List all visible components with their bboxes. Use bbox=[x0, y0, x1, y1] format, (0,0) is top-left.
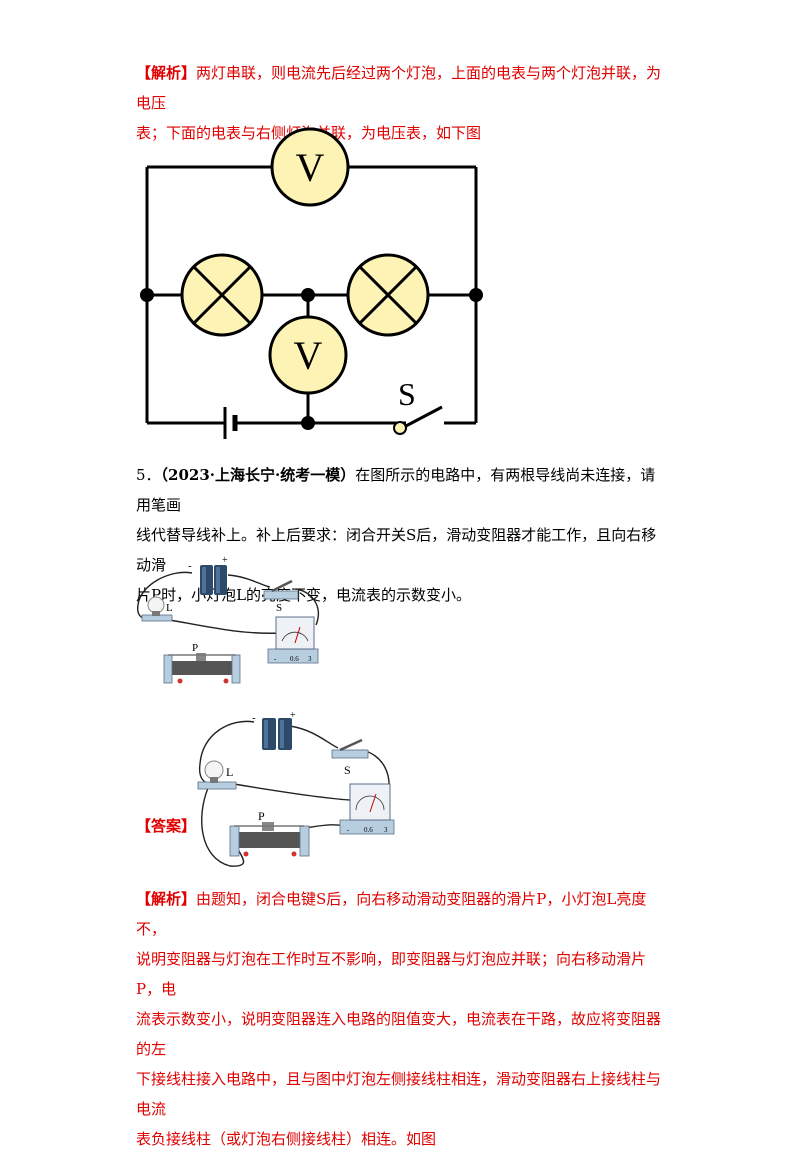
lamp-icon bbox=[197, 760, 237, 790]
voltmeter-bottom-label: V bbox=[294, 333, 323, 378]
bulb-left-icon bbox=[180, 253, 264, 337]
ammeter-terminal-0-6: 0.6 bbox=[364, 826, 373, 834]
switch-icon bbox=[331, 738, 369, 759]
ammeter-terminal-minus: - bbox=[274, 655, 277, 663]
circuit-diagram-1: S V V bbox=[140, 127, 483, 439]
question-5: 5．（2023·上海长宁·统考一模）在图所示的电路中，有两根导线尚未连接，请用笔… bbox=[136, 460, 666, 610]
ammeter-icon bbox=[339, 783, 395, 835]
battery-plus-label: + bbox=[290, 710, 296, 721]
question-figure: - + S L - 0.6 3 P bbox=[137, 555, 319, 684]
battery-minus-label: - bbox=[252, 712, 256, 724]
answer-figure: - + S L - 0.6 3 P bbox=[197, 710, 395, 867]
battery-minus-label: - bbox=[188, 560, 192, 572]
voltmeter-bottom-icon bbox=[268, 315, 348, 395]
question-5-line-1: 5．（2023·上海长宁·统考一模）在图所示的电路中，有两根导线尚未连接，请用笔… bbox=[136, 466, 656, 514]
analysis-2-line-4: 下接线柱接入电路中，且与图中灯泡左侧接线柱相连，滑动变阻器右上接线柱与电流 bbox=[136, 1070, 662, 1118]
analysis-2-line-3: 流表示数变小，说明变阻器连入电路的阻值变大，电流表在干路，故应将变阻器的左 bbox=[136, 1010, 662, 1058]
ammeter-icon bbox=[267, 616, 319, 664]
ammeter-terminal-3: 3 bbox=[308, 655, 312, 663]
rheostat-label: P bbox=[192, 642, 198, 654]
rheostat-icon bbox=[229, 822, 310, 857]
lamp-icon bbox=[141, 596, 173, 622]
switch-label: S bbox=[344, 763, 351, 777]
switch-label: S bbox=[276, 602, 282, 614]
ammeter-terminal-0-6: 0.6 bbox=[290, 655, 299, 663]
bulb-right-icon bbox=[346, 253, 430, 337]
switch-icon bbox=[263, 579, 299, 600]
switch-label: S bbox=[398, 376, 416, 412]
answer-tag: 【答案】 bbox=[136, 817, 197, 835]
ammeter-terminal-3: 3 bbox=[384, 826, 388, 834]
junction-dots bbox=[140, 288, 483, 430]
switch-icon bbox=[393, 405, 443, 435]
voltmeter-top-icon bbox=[270, 127, 350, 207]
analysis-2-line-1: 【解析】由题知，闭合电键S后，向右移动滑动变阻器的滑片P，小灯泡L亮度不， bbox=[136, 890, 647, 938]
analysis-2: 【解析】由题知，闭合电键S后，向右移动滑动变阻器的滑片P，小灯泡L亮度不， 说明… bbox=[136, 884, 666, 1154]
lamp-label: L bbox=[166, 602, 173, 614]
question-source: （2023·上海长宁·统考一模） bbox=[160, 466, 356, 484]
analysis-tag: 【解析】 bbox=[136, 64, 197, 82]
battery-icon bbox=[223, 407, 238, 439]
analysis-2-line-5: 表负接线柱（或灯泡右侧接线柱）相连。如图 bbox=[136, 1130, 437, 1148]
rheostat-label: P bbox=[258, 809, 265, 823]
question-5-line-2: 线代替导线补上。补上后要求：闭合开关S后，滑动变阻器才能工作，且向右移动滑 bbox=[136, 526, 657, 574]
battery-icon bbox=[200, 565, 227, 595]
lamp-label: L bbox=[226, 765, 233, 779]
analysis-1-line-1: 【解析】两灯串联，则电流先后经过两个灯泡，上面的电表与两个灯泡并联，为电压 bbox=[136, 64, 662, 112]
ammeter-terminal-minus: - bbox=[347, 826, 350, 834]
question-number: 5． bbox=[136, 466, 161, 484]
battery-plus-label: + bbox=[222, 555, 228, 566]
analysis-2-line-2: 说明变阻器与灯泡在工作时互不影响，即变阻器与灯泡应并联；向右移动滑片P，电 bbox=[136, 950, 647, 998]
rheostat-icon bbox=[163, 653, 241, 684]
voltmeter-top-label: V bbox=[296, 145, 325, 190]
analysis-tag: 【解析】 bbox=[136, 890, 197, 908]
battery-icon bbox=[262, 718, 292, 750]
